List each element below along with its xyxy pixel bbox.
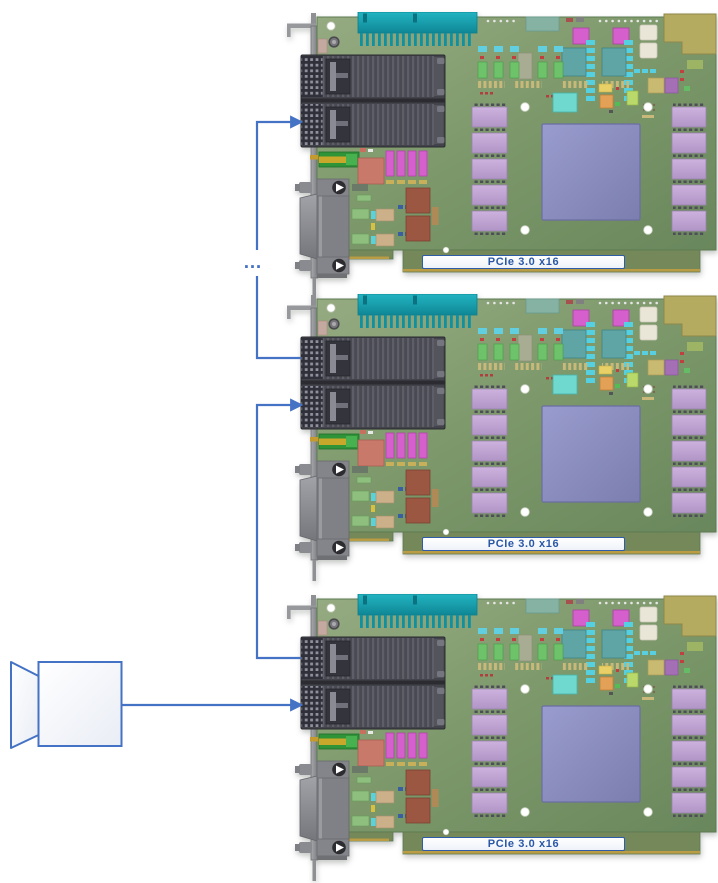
camera-lens [10,661,40,749]
pcie-slot-label-1: PCIe 3.0 x16 [422,255,625,269]
video-camera-icon [10,661,123,749]
camera-body [37,661,123,747]
pcie-slot-label-3: PCIe 3.0 x16 [422,837,625,851]
pcie-slot-label-2: PCIe 3.0 x16 [422,537,625,551]
